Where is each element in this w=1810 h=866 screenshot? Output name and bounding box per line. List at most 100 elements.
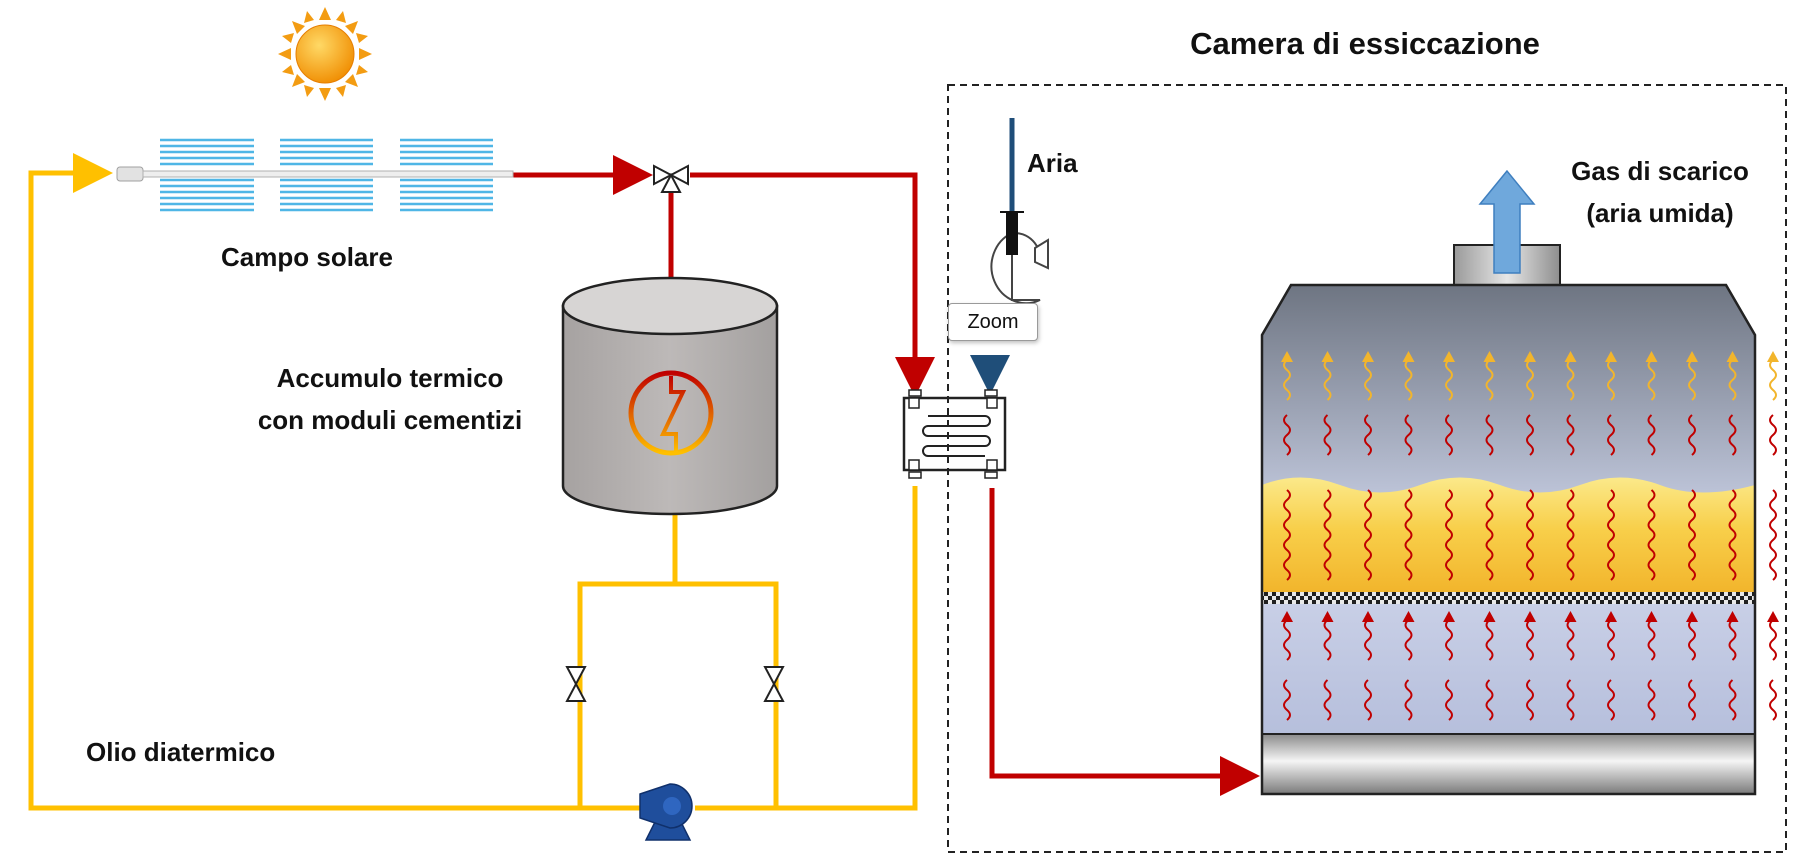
heat-flow-arrowhead — [1362, 351, 1374, 362]
heat-flow-wave — [1485, 414, 1494, 456]
heat-flow-wave — [1364, 619, 1372, 661]
drying-grid — [1262, 592, 1755, 604]
heat-flow-wave — [1647, 489, 1656, 581]
heat-flow-arrowhead — [1767, 351, 1779, 362]
heat-flow-wave — [1688, 489, 1696, 581]
drying-chamber-boundary — [947, 84, 1787, 853]
heat-flow-wave — [1323, 679, 1332, 721]
heat-flow-wave — [1647, 619, 1656, 661]
heat-flow-arrowhead — [1402, 351, 1415, 362]
heat-flow-wave — [1607, 619, 1615, 661]
air-distributor-roller — [1261, 733, 1756, 795]
cold-oil-pipes — [28, 153, 918, 811]
dryer-heat-flows — [1281, 351, 1779, 721]
storage-bypass-loop — [577, 581, 779, 808]
heat-flow-arrowhead — [1321, 611, 1334, 622]
heat-flow-arrowhead — [1281, 351, 1293, 362]
heat-flow-wave — [1364, 679, 1372, 721]
heat-flow-arrowhead — [1726, 351, 1739, 362]
heat-flow-wave — [1526, 679, 1534, 721]
heat-flow-wave — [1607, 414, 1615, 456]
heat-flow-wave — [1404, 489, 1413, 581]
heat-flow-wave — [1323, 619, 1332, 661]
heat-flow-wave — [1445, 619, 1453, 661]
heat-flow-wave — [1566, 619, 1575, 661]
heat-flow-arrowhead — [1524, 351, 1536, 362]
heat-flow-wave — [1526, 619, 1534, 661]
heat-flow-wave — [1728, 679, 1737, 721]
heat-flow-wave — [1566, 679, 1575, 721]
heat-flow-wave — [1566, 489, 1575, 581]
heat-flow-arrowhead — [1605, 351, 1617, 362]
thermal-storage-tank — [561, 276, 779, 516]
heat-flow-arrowhead — [1686, 351, 1698, 362]
storage-coil-zigzag — [659, 376, 687, 452]
heat-flow-wave — [1283, 414, 1291, 456]
heat-flow-wave — [1728, 619, 1737, 661]
solar-field-label: Campo solare — [221, 242, 393, 272]
heat-flow-arrowhead — [1686, 611, 1698, 622]
heat-flow-wave — [1688, 619, 1696, 661]
heat-flow-wave — [1728, 414, 1737, 456]
heat-flow-wave — [1647, 359, 1656, 401]
heat-flow-wave — [1283, 679, 1291, 721]
heat-flow-wave — [1728, 359, 1737, 401]
heat-flow-wave — [1526, 489, 1534, 581]
solar-collector-1 — [160, 138, 254, 212]
heat-flow-wave — [1566, 359, 1575, 401]
heat-flow-wave — [1323, 489, 1332, 581]
heat-flow-wave — [1364, 414, 1372, 456]
heat-exchanger-icon — [902, 389, 1007, 479]
heat-flow-arrowhead — [1524, 611, 1536, 622]
hot-supply-line — [690, 172, 935, 397]
heat-flow-wave — [1769, 679, 1777, 721]
heat-flow-arrowhead — [1483, 351, 1496, 362]
product-bed — [1262, 477, 1755, 592]
exhaust-chimney — [1453, 169, 1561, 286]
heat-flow-wave — [1485, 679, 1494, 721]
heat-flow-arrowhead — [1402, 611, 1415, 622]
heat-flow-arrowhead — [1321, 351, 1334, 362]
oil-label: Olio diatermico — [86, 737, 275, 767]
heat-flow-arrowhead — [1443, 611, 1455, 622]
solar-collector-field — [116, 138, 514, 212]
storage-label-line1: Accumulo termico — [277, 363, 504, 393]
return-line-to-solar-field — [28, 153, 665, 811]
heat-flow-arrowhead — [1726, 611, 1739, 622]
heat-flow-wave — [1526, 359, 1534, 401]
hot-air-duct — [989, 488, 1260, 796]
heat-flow-wave — [1445, 359, 1453, 401]
air-label: Aria — [1027, 148, 1078, 178]
plenum — [1262, 604, 1755, 734]
zoom-tooltip-button[interactable]: Zoom — [948, 303, 1038, 341]
air-line — [970, 118, 1015, 395]
heat-flow-wave — [1607, 489, 1615, 581]
heat-flow-arrowhead — [1645, 351, 1658, 362]
heat-flow-wave — [1445, 489, 1453, 581]
heat-flow-wave — [1485, 489, 1494, 581]
heat-flow-wave — [1404, 619, 1413, 661]
heat-flow-wave — [1688, 679, 1696, 721]
heat-flow-wave — [1404, 359, 1413, 401]
heat-flow-wave — [1404, 414, 1413, 456]
storage-coil-icon — [628, 370, 714, 456]
solar-collector-3 — [400, 138, 493, 212]
heat-flow-wave — [1769, 489, 1777, 581]
heat-flow-arrowhead — [1281, 611, 1293, 622]
heat-flow-arrowhead — [1362, 611, 1374, 622]
exhaust-arrow-icon — [1478, 169, 1536, 274]
heat-flow-arrowhead — [1605, 611, 1617, 622]
heat-flow-arrowhead — [1564, 351, 1577, 362]
heat-flow-arrowhead — [1564, 611, 1577, 622]
heat-flow-wave — [1769, 619, 1777, 661]
heat-flow-wave — [1769, 414, 1777, 456]
heat-flow-wave — [1364, 359, 1372, 401]
exhaust-label-line2: (aria umida) — [1586, 198, 1733, 228]
heat-flow-arrowhead — [1483, 611, 1496, 622]
valve-icon — [763, 666, 785, 702]
sun-icon — [278, 7, 372, 101]
exhaust-label-line1: Gas di scarico — [1571, 156, 1749, 186]
heat-flow-arrowhead — [1767, 611, 1779, 622]
receiver-tube — [142, 170, 514, 178]
